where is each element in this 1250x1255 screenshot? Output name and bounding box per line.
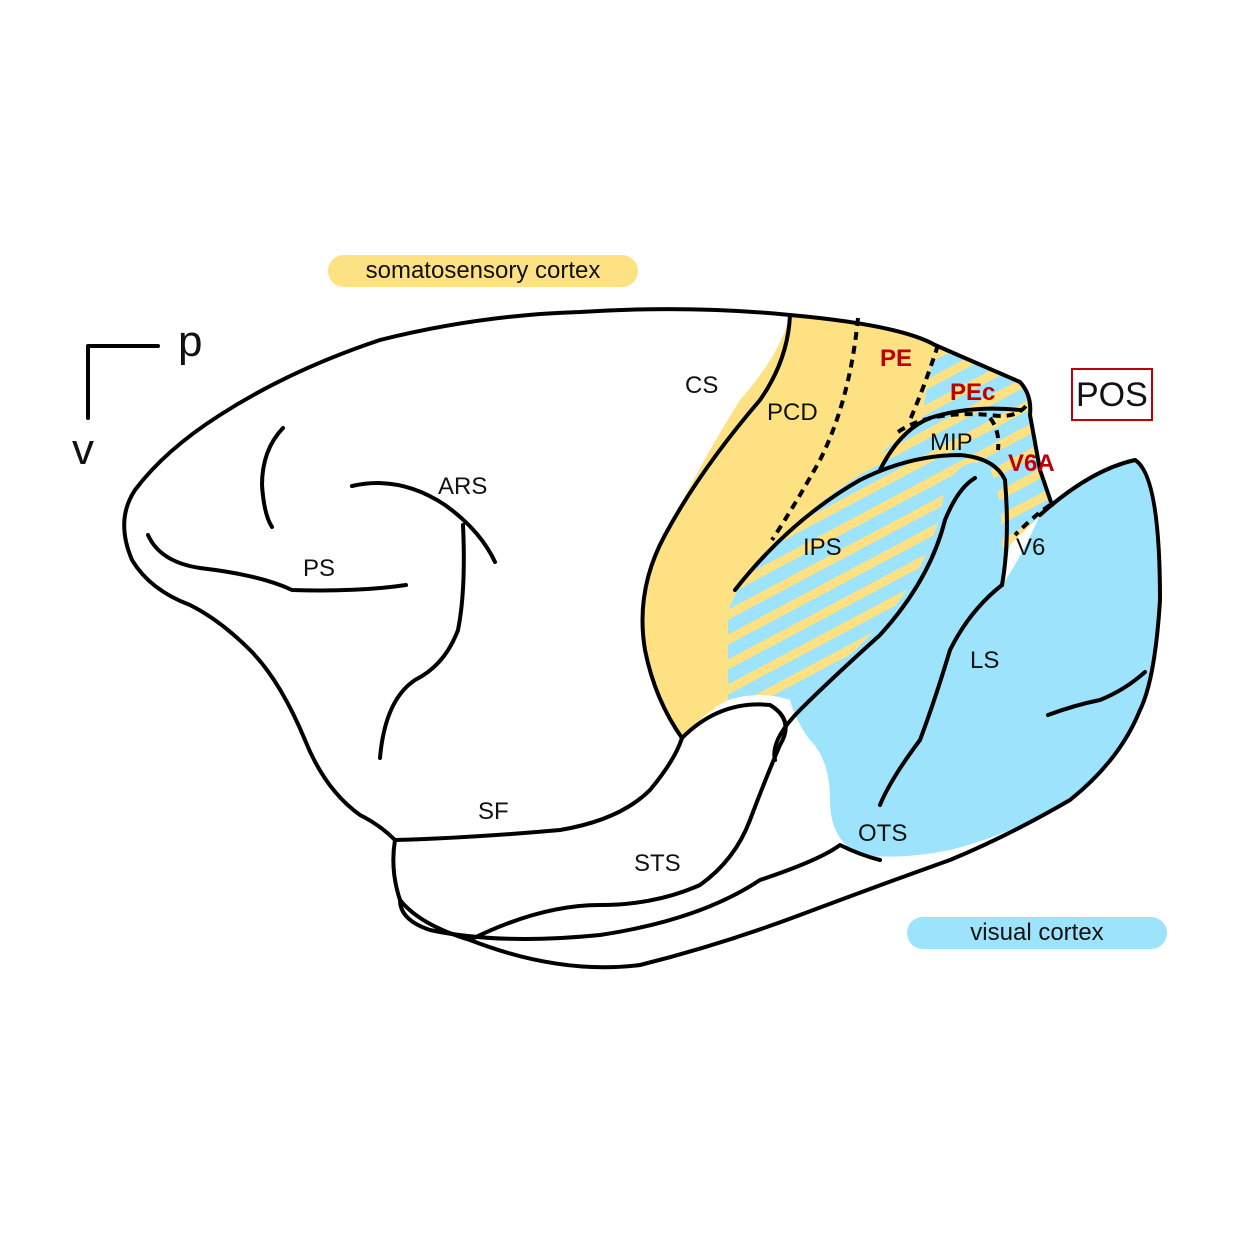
visual-region-ls xyxy=(790,460,1160,857)
temporal-lobe-outline xyxy=(398,843,882,941)
ps-sulcus xyxy=(146,533,408,593)
ips-inner-fold xyxy=(878,406,1022,472)
pe-boundary-dashed xyxy=(908,344,940,421)
ls-line xyxy=(878,583,1004,807)
ls-label: LS xyxy=(970,647,999,674)
mixed-striped-region xyxy=(728,345,1052,700)
cs-label: CS xyxy=(685,372,718,399)
mip-label: MIP xyxy=(930,429,973,456)
pos-label: POS xyxy=(1076,376,1148,414)
sts-label: STS xyxy=(634,850,681,877)
pec-label: PEc xyxy=(950,379,995,406)
ps-label: PS xyxy=(303,555,335,582)
posterior-axis-label: p xyxy=(178,317,202,366)
ls-sulcus xyxy=(772,476,977,762)
brain-outline xyxy=(122,307,1162,970)
ars-label: ARS xyxy=(438,473,487,500)
mip-boundary-dashed xyxy=(988,416,1001,451)
somatosensory-region xyxy=(642,315,935,738)
ars-sulcus xyxy=(350,481,497,564)
pcd-dashed-line xyxy=(770,317,860,542)
cs-sulcus xyxy=(640,313,792,740)
v6-boundary-dashed xyxy=(1013,503,1052,537)
pcd-label: PCD xyxy=(767,399,818,426)
somatosensory-legend: somatosensory cortex xyxy=(328,255,638,287)
sf-sulcus xyxy=(393,736,684,842)
small-fold-left xyxy=(260,426,285,529)
ars-branch xyxy=(378,523,466,760)
visual-legend: visual cortex xyxy=(907,917,1167,949)
ips-sulcus xyxy=(733,453,1009,592)
orientation-axes xyxy=(86,344,160,420)
pos-box xyxy=(1071,368,1153,421)
v6-label: V6 xyxy=(1016,534,1045,561)
right-fold xyxy=(1046,670,1147,717)
ips-label: IPS xyxy=(803,534,842,561)
v6a-label: V6A xyxy=(1008,450,1055,477)
ots-label: OTS xyxy=(858,820,907,847)
ventral-axis-label: v xyxy=(72,425,94,474)
sf-label: SF xyxy=(478,798,509,825)
pe-label: PE xyxy=(880,345,912,372)
sts-sulcus xyxy=(468,702,788,942)
